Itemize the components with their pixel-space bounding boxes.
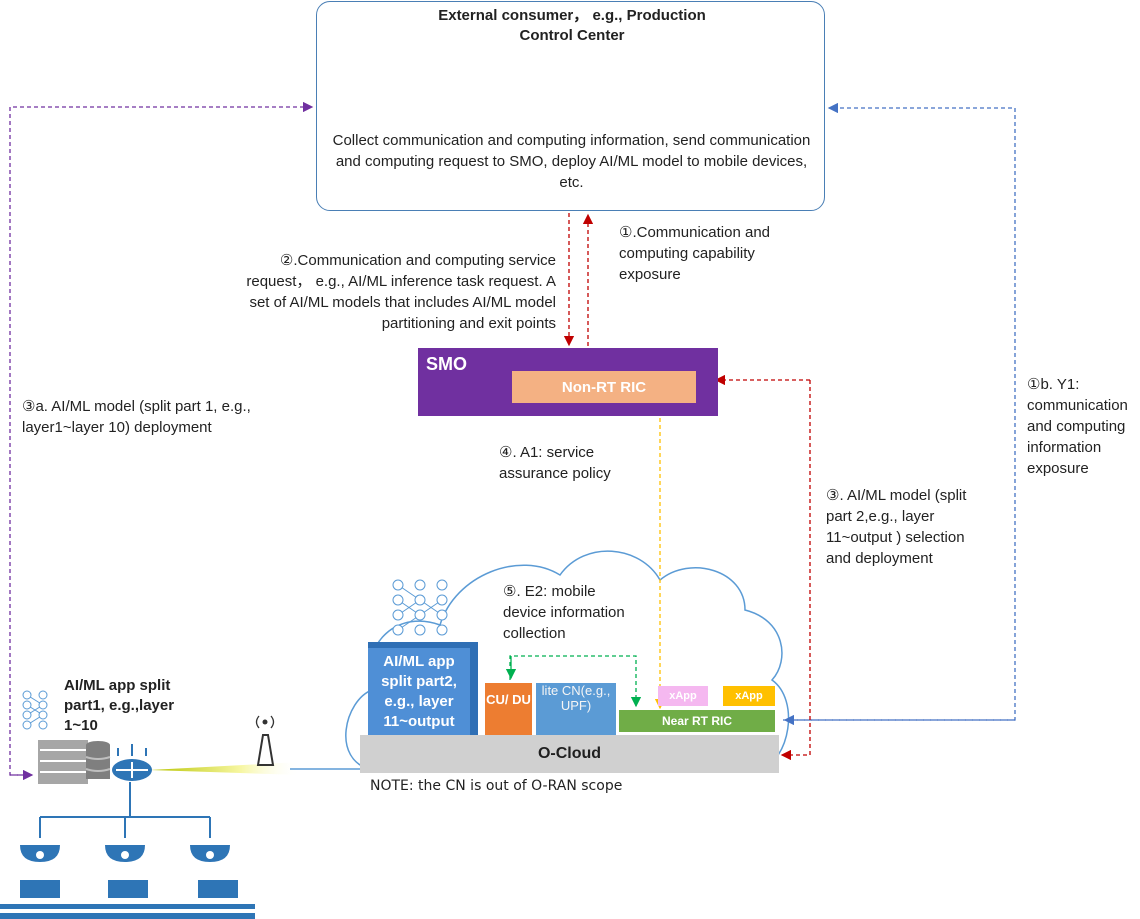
- arrow-step3a: [9, 101, 314, 776]
- xapp-2: xApp: [723, 686, 775, 706]
- neural-network-icon: [392, 579, 448, 636]
- camera-icon: [20, 845, 230, 862]
- step4-label: ④. A1: service assurance policy: [499, 444, 611, 482]
- xapp-1: xApp: [658, 686, 708, 706]
- server-icon: [38, 740, 111, 784]
- step3a-label: ③a. AI/ML model (split part 1, e.g., lay…: [22, 398, 251, 436]
- step1-label: ①.Communication and computing capability…: [619, 224, 771, 283]
- radio-beam: [150, 762, 300, 775]
- lite-cn-block: lite CN(e.g., UPF): [536, 683, 616, 735]
- arrow-step3: [780, 380, 811, 761]
- step2-label: ②.Communication and computing service re…: [246, 252, 556, 332]
- external-consumer-box: External consumer， e.g., Production Cont…: [316, 1, 825, 211]
- neural-network-small-icon: [22, 690, 48, 730]
- antenna-icon: [255, 715, 275, 766]
- smo-label: SMO: [426, 354, 468, 374]
- step1b-label: ①b. Y1: communication and computing info…: [1027, 376, 1128, 477]
- consumer-description: Collect communication and computing info…: [332, 132, 811, 191]
- edge-aiml-app-label: AI/ML app split part1, e.g.,layer 1~10: [64, 677, 175, 734]
- consumer-title: External consumer， e.g., Production Cont…: [438, 7, 706, 44]
- arrow-step5: [509, 655, 642, 708]
- router-icon: [112, 744, 152, 781]
- device-tree: [39, 782, 211, 838]
- step3-label: ③. AI/ML model (split part 2,e.g., layer…: [826, 487, 967, 567]
- o-cloud-box: O-Cloud: [360, 735, 779, 773]
- step5-label: ⑤. E2: mobile device information collect…: [503, 583, 625, 642]
- near-rt-ric-block: Near RT RIC: [619, 710, 775, 732]
- device-blocks: [0, 880, 255, 919]
- cu-du-block: CU/ DU: [485, 683, 532, 735]
- non-rt-ric-box: Non-RT RIC: [512, 371, 696, 403]
- cn-scope-note: NOTE: the CN is out of O-RAN scope: [370, 778, 623, 794]
- aiml-app-part2-block: AI/ML app split part2, e.g., layer 11~ou…: [368, 642, 478, 735]
